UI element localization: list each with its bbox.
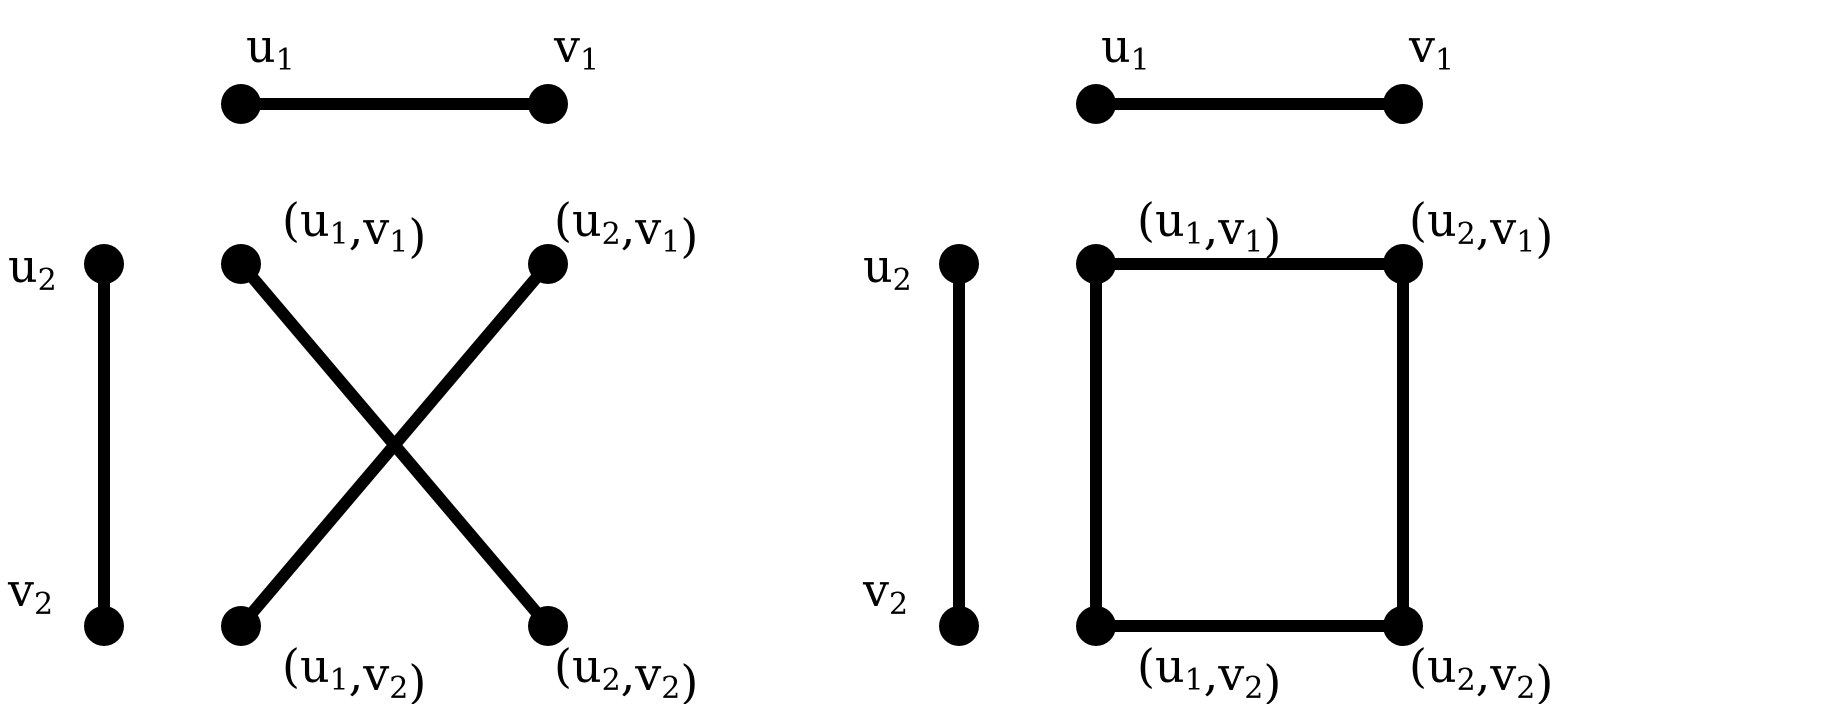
vertex-label-v2-subscript: 2: [889, 587, 908, 622]
vertex-label-v2-part: v: [7, 563, 34, 617]
vertex-label-v1: v1: [1408, 19, 1454, 78]
product: (u1,v1)(u2,v1)(u1,v2)(u2,v2): [221, 193, 698, 704]
vertex-label-u1v2: (u1,v2): [1137, 639, 1281, 704]
vertex-label-u2: u2: [863, 239, 912, 298]
vertex-label-v2-subscript: 2: [34, 587, 53, 622]
vertex-label-u2v2-subscript: 2: [1457, 663, 1476, 698]
vertex-label-u1v2: (u1,v2): [282, 639, 426, 704]
vertex-label-u2v2-subscript: 2: [661, 671, 680, 704]
vertex-u1v1: [1076, 244, 1116, 284]
vertex-label-u2v1-part: ,v: [621, 201, 662, 255]
vertex-label-u2v2: (u2,v2): [1409, 639, 1553, 704]
vertex-u2v1: [528, 244, 568, 284]
vertex-u1v2: [1076, 606, 1116, 646]
vertex-v2: [84, 606, 124, 646]
vertex-u2: [939, 244, 979, 284]
vertex-label-u1v1-part: ): [1263, 209, 1281, 263]
vertex-label-u2v1-subscript: 1: [1516, 225, 1535, 260]
vertex-label-u2-part: u: [863, 239, 893, 293]
vertex-label-v2-part: v: [862, 563, 889, 617]
vertex-label-u2v1-subscript: 2: [602, 217, 621, 252]
vertex-label-u2v2-part: (u: [554, 639, 602, 693]
vertex-label-u2v1-part: (u: [1409, 193, 1457, 247]
vertex-label-u2v2-part: ,v: [1476, 647, 1517, 701]
vertex-label-u1v2-subscript: 2: [1244, 671, 1263, 704]
vertex-label-u1v2-part: ): [1263, 655, 1281, 704]
vertex-v2: [939, 606, 979, 646]
product: (u1,v1)(u2,v1)(u1,v2)(u2,v2): [1076, 193, 1553, 704]
vertex-label-u1v1-part: ,v: [1204, 201, 1245, 255]
vertex-label-u2v1-subscript: 1: [661, 225, 680, 260]
vertex-label-u1v1-subscript: 1: [389, 225, 408, 260]
vertex-label-u2v1: (u2,v1): [1409, 193, 1553, 263]
vertex-label-u1v2-subscript: 1: [330, 663, 349, 698]
vertex-label-u2v1-part: (u: [554, 193, 602, 247]
vertex-label-u2v2-part: ): [1535, 655, 1553, 704]
vertex-label-u2v2-part: (u: [1409, 639, 1457, 693]
vertex-label-u1v2-part: ,v: [349, 647, 390, 701]
vertex-u2v2: [1383, 606, 1423, 646]
vertex-label-u2v1-part: ): [680, 209, 698, 263]
vertex-u1v2: [221, 606, 261, 646]
vertex-label-u1v1-part: (u: [1137, 193, 1185, 247]
vertex-label-u2v2-part: ): [680, 655, 698, 704]
vertex-label-u2v2-subscript: 2: [1516, 671, 1535, 704]
vertex-label-u2v1-part: ,v: [1476, 201, 1517, 255]
vertex-label-u2-subscript: 2: [893, 263, 912, 298]
vertex-label-u1v2-part: (u: [1137, 639, 1185, 693]
vertex-label-v1-part: v: [553, 19, 580, 73]
vertex-label-u2v2-part: ,v: [621, 647, 662, 701]
vertex-label-u2v1: (u2,v1): [554, 193, 698, 263]
vertex-label-u2v1-part: ): [1535, 209, 1553, 263]
vertex-u1v1: [221, 244, 261, 284]
vertex-label-v1: v1: [553, 19, 599, 78]
edge-u2v1-u1v2: [236, 260, 553, 630]
vertex-label-u1v2-part: ): [408, 655, 426, 704]
vertex-u2: [84, 244, 124, 284]
vertex-label-u2v2: (u2,v2): [554, 639, 698, 704]
vertex-u2v1: [1383, 244, 1423, 284]
vertex-label-u1v1: (u1,v1): [282, 193, 426, 263]
vertex-label-u1: u1: [1101, 19, 1150, 78]
vertex-label-u1-subscript: 1: [276, 43, 295, 78]
vertex-label-v1-part: v: [1408, 19, 1435, 73]
vertex-label-u1v1: (u1,v1): [1137, 193, 1281, 263]
vertex-label-u2-part: u: [8, 239, 38, 293]
vertex-label-u1v1-subscript: 1: [1244, 225, 1263, 260]
vertex-label-u1v1-part: ,v: [349, 201, 390, 255]
vertex-label-u1v2-subscript: 1: [1185, 663, 1204, 698]
vertex-label-u1v2-part: ,v: [1204, 647, 1245, 701]
vertex-label-v2: v2: [862, 563, 908, 622]
vertex-u1: [1076, 84, 1116, 124]
vertex-label-u1: u1: [246, 19, 295, 78]
vertex-v1: [1383, 84, 1423, 124]
vertex-label-u1v1-subscript: 1: [330, 217, 349, 252]
vertex-label-v1-subscript: 1: [1435, 43, 1454, 78]
vertex-label-u2-subscript: 2: [38, 263, 57, 298]
vertex-label-u2v1-subscript: 2: [1457, 217, 1476, 252]
vertex-label-u1-subscript: 1: [1131, 43, 1150, 78]
vertex-u1: [221, 84, 261, 124]
vertex-label-u1v1-subscript: 1: [1185, 217, 1204, 252]
vertex-label-v2: v2: [7, 563, 53, 622]
vertex-u2v2: [528, 606, 568, 646]
vertex-v1: [528, 84, 568, 124]
vertex-label-u1v1-part: ): [408, 209, 426, 263]
vertex-label-u1v1-part: (u: [282, 193, 330, 247]
vertex-label-u1-part: u: [246, 19, 276, 73]
vertex-label-u1v2-subscript: 2: [389, 671, 408, 704]
vertex-label-u2: u2: [8, 239, 57, 298]
vertex-label-u1v2-part: (u: [282, 639, 330, 693]
vertex-label-u1-part: u: [1101, 19, 1131, 73]
vertex-label-u2v2-subscript: 2: [602, 663, 621, 698]
vertex-label-v1-subscript: 1: [580, 43, 599, 78]
